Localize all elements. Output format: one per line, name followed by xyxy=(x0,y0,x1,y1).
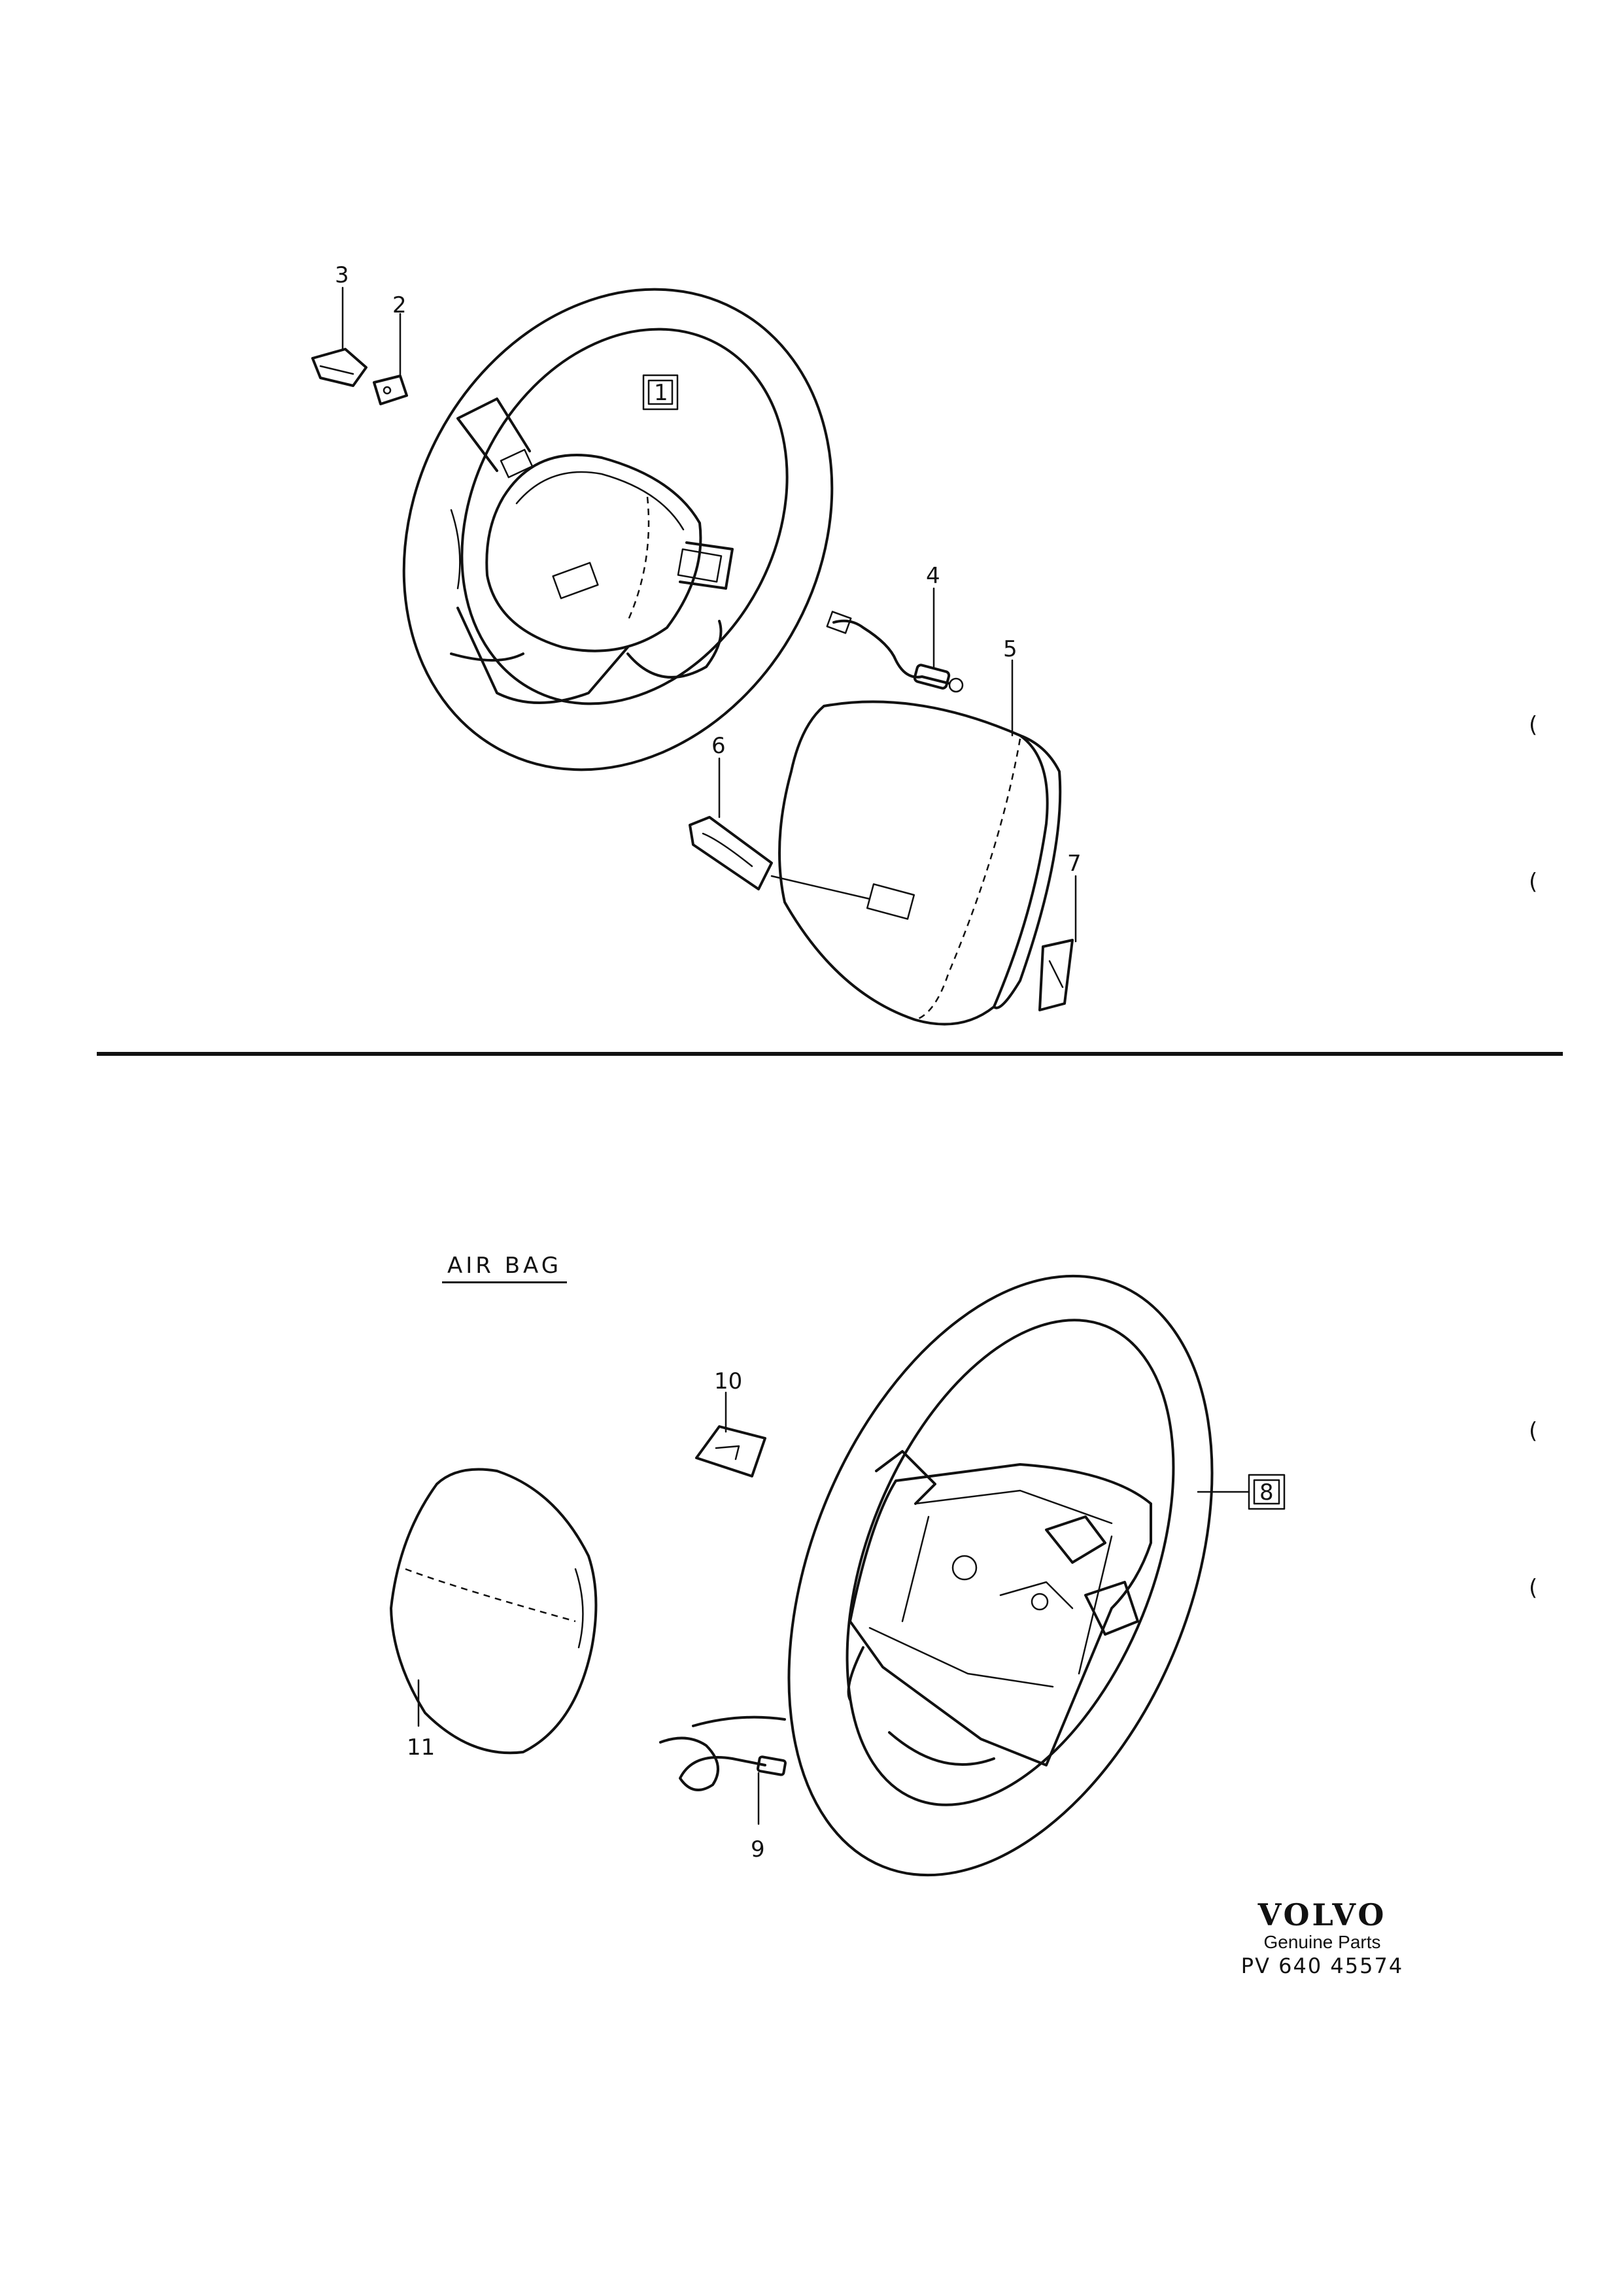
part-7-badge xyxy=(1038,875,1077,1011)
diagram-reference: PV 640 45574 xyxy=(1240,1953,1404,1978)
part-10-horn-button xyxy=(695,1391,766,1477)
steering-wheel-standard xyxy=(402,288,834,771)
ref-box-8: 8 xyxy=(1248,1474,1286,1510)
callout-4: 4 xyxy=(926,563,940,589)
brand-block: VOLVO Genuine Parts PV 640 45574 xyxy=(1224,1899,1420,1978)
ref-box-1: 1 xyxy=(642,374,679,411)
ref-box-1-label: 1 xyxy=(654,380,668,406)
brand-tagline: Genuine Parts xyxy=(1263,1932,1381,1952)
part-6-emblem-plate xyxy=(689,757,871,900)
callout-2: 2 xyxy=(392,292,407,318)
part-2-clip xyxy=(373,312,408,405)
margin-mark: ( xyxy=(1529,1575,1537,1601)
callout-7: 7 xyxy=(1067,851,1082,877)
part-4-connector-cable xyxy=(826,587,964,693)
callout-6: 6 xyxy=(711,733,726,759)
part-9-wiring-harness xyxy=(659,1715,787,1825)
steering-wheel-airbag xyxy=(787,1274,1250,1877)
part-3-cover xyxy=(311,286,367,387)
margin-mark: ( xyxy=(1529,1418,1537,1444)
ref-box-8-label: 8 xyxy=(1259,1479,1274,1506)
callout-11: 11 xyxy=(407,1734,435,1761)
callout-3: 3 xyxy=(335,262,349,288)
part-5-horn-pad xyxy=(778,659,1062,1026)
brand-logo: VOLVO xyxy=(1257,1897,1387,1933)
callout-5: 5 xyxy=(1003,636,1017,662)
callout-10: 10 xyxy=(714,1368,742,1394)
airbag-section-label: AIR BAG xyxy=(442,1253,568,1283)
callout-9: 9 xyxy=(751,1836,765,1863)
part-11-airbag-module xyxy=(390,1468,598,1755)
margin-mark: ( xyxy=(1529,712,1537,738)
margin-mark: ( xyxy=(1529,869,1537,895)
